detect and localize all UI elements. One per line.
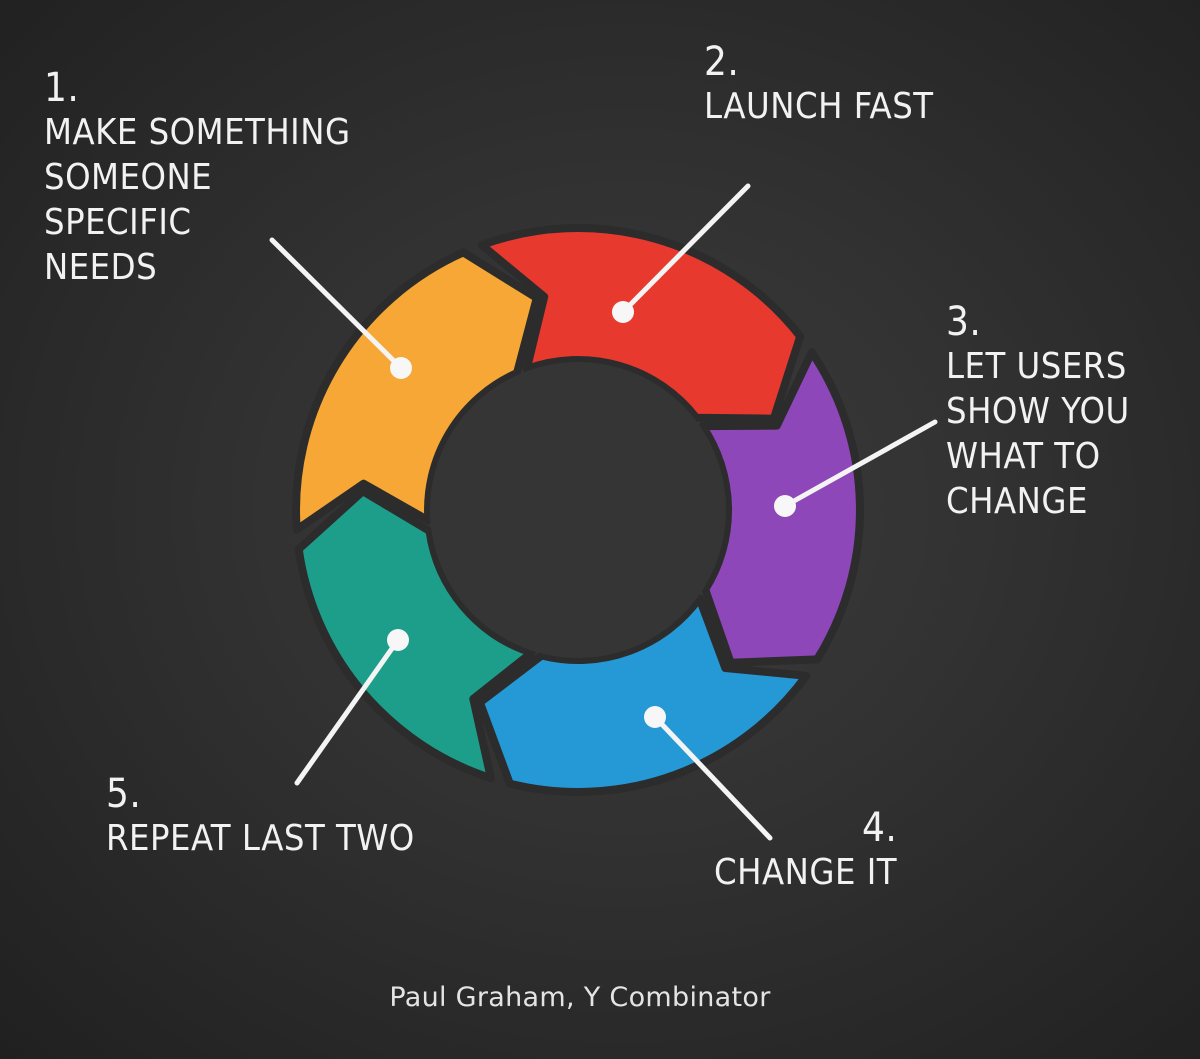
- step-pointers: [269, 183, 938, 841]
- cycle-center-hole: [430, 362, 726, 658]
- step-5-label: 5. REPEAT LAST TWO: [106, 772, 415, 861]
- attribution-credit: Paul Graham, Y Combinator: [389, 982, 771, 1013]
- step-2-label: 2. LAUNCH FAST: [704, 40, 934, 129]
- step-1-text-line-1: MAKE SOMETHING: [44, 112, 351, 153]
- step-3-label: 3. LET USERS SHOW YOU WHAT TO CHANGE: [946, 300, 1130, 524]
- step-5-arrow-segment: [294, 487, 536, 783]
- step-2-pointer-line: [620, 183, 751, 315]
- step-2-pointer-dot: [612, 301, 634, 323]
- step-3-text-line-1: LET USERS: [946, 346, 1127, 387]
- step-1-arrow-segment: [292, 248, 541, 534]
- step-1-text-line-2: SOMEONE: [44, 157, 213, 198]
- step-3-text-line-4: CHANGE: [946, 481, 1088, 522]
- step-2-arrow-segment: [477, 224, 805, 423]
- step-4-pointer-dot: [644, 706, 666, 728]
- step-3-text-line-2: SHOW YOU: [946, 391, 1130, 432]
- step-4-text-line-1: CHANGE IT: [714, 852, 898, 893]
- step-5-number: 5.: [106, 771, 142, 817]
- step-1-pointer-line: [269, 237, 404, 371]
- step-4-label: 4. CHANGE IT: [714, 806, 897, 895]
- step-1-text-line-4: NEEDS: [44, 247, 158, 288]
- step-1-label: 1. MAKE SOMETHING SOMEONE SPECIFIC NEEDS: [44, 66, 351, 290]
- step-1-text-line-3: SPECIFIC: [44, 202, 192, 243]
- step-3-text-line-3: WHAT TO: [946, 436, 1101, 477]
- step-2-text-line-1: LAUNCH FAST: [704, 86, 934, 127]
- step-5-text-line-1: REPEAT LAST TWO: [106, 818, 415, 859]
- step-1-pointer-dot: [390, 357, 412, 379]
- step-5-pointer-line: [294, 637, 401, 786]
- step-3-number: 3.: [946, 299, 982, 345]
- step-4-number: 4.: [862, 805, 898, 851]
- step-2-number: 2.: [704, 39, 740, 85]
- step-4-pointer-line: [652, 714, 773, 841]
- step-1-number: 1.: [44, 65, 80, 111]
- step-5-pointer-dot: [387, 629, 409, 651]
- step-3-pointer-dot: [774, 495, 796, 517]
- step-3-pointer-line: [782, 419, 938, 509]
- step-4-arrow-segment: [475, 594, 811, 796]
